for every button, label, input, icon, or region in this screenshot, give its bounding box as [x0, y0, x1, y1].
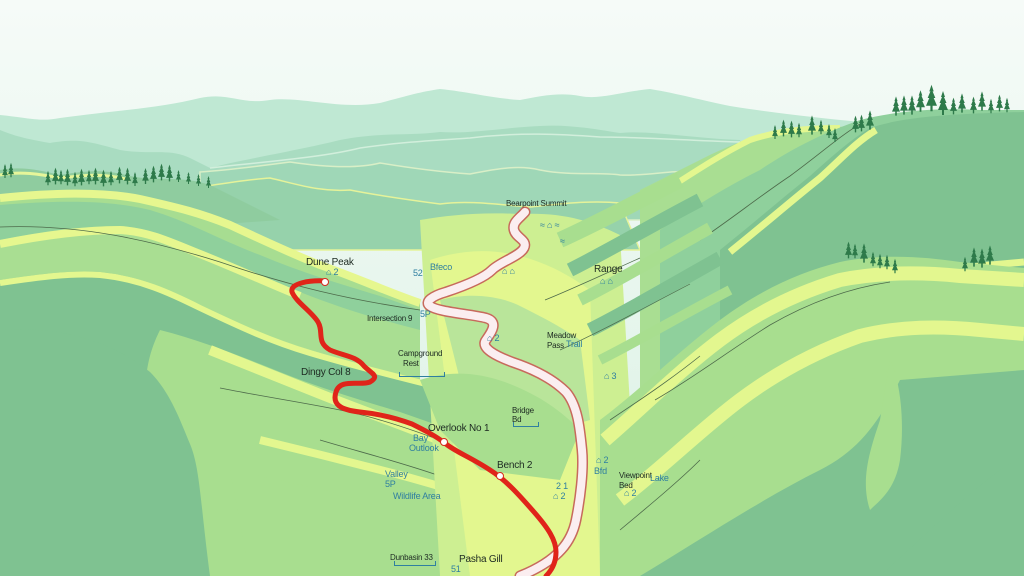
- scale-bar-bridge: [513, 422, 539, 427]
- secondary-road: [422, 206, 589, 576]
- label-viewpoint[interactable]: Viewpoint: [619, 471, 652, 480]
- label-center-low-1: 2 1: [556, 481, 568, 491]
- label-pasha-symbol: 51: [451, 564, 461, 574]
- trail-marker-overlook[interactable]: [440, 438, 448, 446]
- scale-bar-campground: [399, 372, 445, 377]
- trail-marker-bench[interactable]: [496, 472, 504, 480]
- scale-bar-dunbasin: [394, 561, 436, 566]
- label-summit[interactable]: Bearpoint Summit: [506, 199, 567, 208]
- label-bridge[interactable]: Bridge: [512, 406, 534, 415]
- label-blue-center-1: Bfeco: [430, 262, 453, 272]
- label-overlook-bay: Bay: [413, 433, 428, 443]
- label-meadow-pass[interactable]: Pass: [547, 341, 564, 350]
- label-meadow[interactable]: Meadow: [547, 331, 577, 340]
- label-right-mid-symbol: ⌂ 3: [604, 371, 617, 381]
- label-right-low-2: Bfd: [594, 466, 607, 476]
- label-viewpoint-symbol: ⌂ 2: [624, 488, 637, 498]
- label-range-symbols: ⌂ ⌂: [600, 276, 613, 286]
- label-bench[interactable]: Bench 2: [497, 460, 533, 471]
- label-blue-center-3: ⌂ ⌂: [502, 266, 515, 276]
- label-intersection[interactable]: Intersection 9: [367, 314, 413, 323]
- label-campground[interactable]: Campground: [398, 349, 443, 358]
- label-center-low-2: ⌂ 2: [553, 491, 566, 501]
- label-viewpoint-lake: Lake: [650, 473, 669, 483]
- label-summit-symbols-2: ≈: [560, 236, 565, 246]
- label-mid-symbol: ⌂ 2: [487, 333, 500, 343]
- label-pasha-gill[interactable]: Pasha Gill: [459, 554, 503, 565]
- label-summit-symbols: ≈ ⌂ ≈: [540, 220, 560, 230]
- label-valley: Valley: [385, 469, 408, 479]
- label-dingy-col[interactable]: Dingy Col 8: [301, 367, 351, 378]
- label-blue-center-2: 52: [413, 268, 423, 278]
- label-dune-peak[interactable]: Dune Peak: [306, 257, 354, 268]
- label-dune-peak-symbol: ⌂ 2: [326, 267, 339, 277]
- label-intersection-symbol: 5P: [420, 309, 431, 319]
- trail-marker-dune-peak[interactable]: [321, 278, 329, 286]
- label-wildlife-area: Wildlife Area: [393, 491, 441, 501]
- label-viewpoint-bed[interactable]: Bed: [619, 481, 633, 490]
- label-meadow-trail: Trail: [566, 339, 583, 349]
- label-right-low-1: ⌂ 2: [596, 455, 609, 465]
- main-trail: [289, 278, 559, 576]
- label-bridge-2[interactable]: Bd: [512, 415, 522, 424]
- label-campground-rest[interactable]: Rest: [403, 359, 419, 368]
- label-valley-2: 5P: [385, 479, 396, 489]
- label-dunbasin[interactable]: Dunbasin 33: [390, 553, 433, 562]
- label-range[interactable]: Range: [594, 264, 623, 275]
- label-overlook[interactable]: Overlook No 1: [428, 423, 490, 434]
- label-overlook-outlook: Outlook: [409, 443, 439, 453]
